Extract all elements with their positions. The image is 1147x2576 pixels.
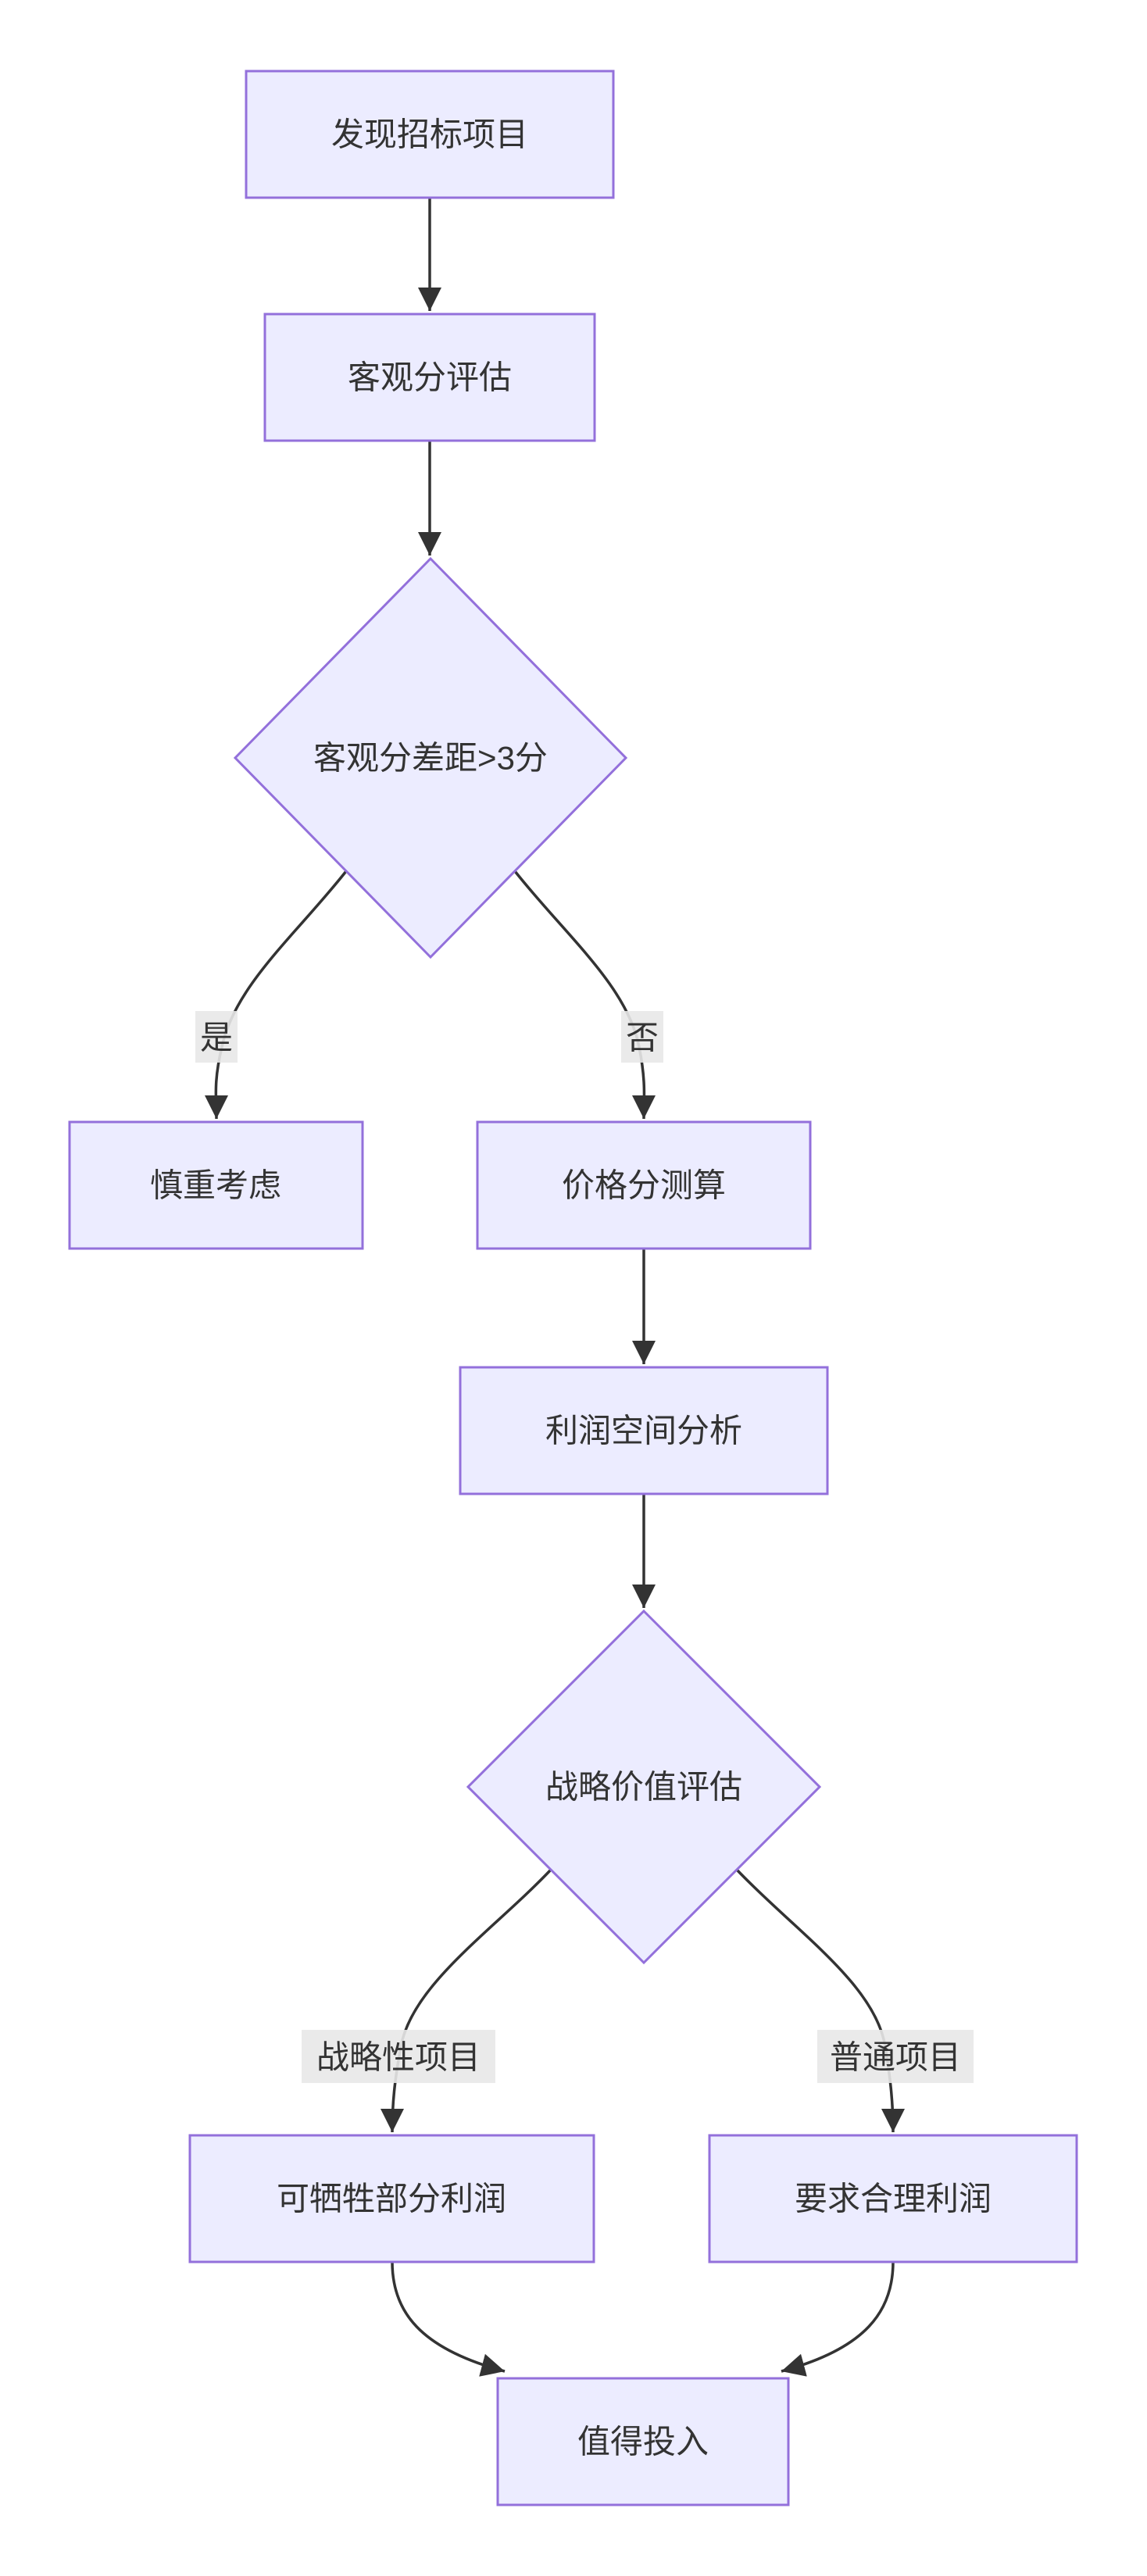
node-require-reasonable-profit: 要求合理利润 (708, 2134, 1078, 2263)
node-discover-tender-project-label: 发现招标项目 (331, 116, 528, 153)
node-price-score-calculation-box (476, 1120, 812, 1250)
node-objective-score-evaluation: 客观分评估 (263, 313, 596, 442)
node-require-reasonable-profit-box (708, 2134, 1078, 2263)
decision-objective-score-gap-label: 客观分差距>3分 (313, 740, 548, 777)
node-objective-score-evaluation-label: 客观分评估 (348, 359, 512, 396)
edge-label-yes-text: 是 (200, 1020, 233, 1056)
edge-c-e-no (513, 870, 656, 1120)
edge-g-h-strategic (381, 1868, 552, 2133)
edge-label-strategic-project-text: 战略性项目 (316, 2039, 481, 2076)
node-sacrifice-partial-profit-label: 可牺牲部分利润 (277, 2181, 506, 2217)
edge-label-strategic-project-bg (302, 2030, 495, 2083)
edge-c-d-yes (204, 870, 348, 1120)
node-discover-tender-project-box (245, 70, 615, 199)
node-price-score-calculation: 价格分测算 (476, 1120, 812, 1250)
node-price-score-calculation-label: 价格分测算 (562, 1167, 726, 1204)
node-worth-investing: 值得投入 (496, 2377, 790, 2506)
edge-label-ordinary-project-bg (817, 2030, 974, 2083)
decision-strategic-value-label: 战略价值评估 (545, 1769, 742, 1806)
decision-objective-score-gap: 客观分差距>3分 (233, 556, 628, 959)
decision-strategic-value-diamond (466, 1609, 822, 1965)
node-worth-investing-box (496, 2377, 790, 2506)
node-objective-score-evaluation-box (263, 313, 596, 442)
edge-g-i-ordinary (735, 1868, 905, 2133)
edge-label-no: 否 (621, 1011, 663, 1063)
edge-h-j (391, 2261, 506, 2377)
node-careful-consideration: 慎重考虑 (68, 1120, 364, 1250)
edge-label-yes-bg (195, 1011, 238, 1063)
edge-label-ordinary-project-text: 普通项目 (830, 2039, 961, 2076)
node-profit-margin-analysis-label: 利润空间分析 (545, 1413, 742, 1449)
node-require-reasonable-profit-label: 要求合理利润 (795, 2181, 992, 2217)
decision-objective-score-gap-diamond (233, 556, 628, 959)
edge-label-ordinary-project: 普通项目 (817, 2030, 974, 2083)
node-profit-margin-analysis-box (459, 1366, 829, 1495)
node-sacrifice-partial-profit-box (188, 2134, 595, 2263)
node-discover-tender-project: 发现招标项目 (245, 70, 615, 199)
edge-i-j (781, 2261, 895, 2377)
node-careful-consideration-box (68, 1120, 364, 1250)
node-sacrifice-partial-profit: 可牺牲部分利润 (188, 2134, 595, 2263)
node-profit-margin-analysis: 利润空间分析 (459, 1366, 829, 1495)
edge-label-no-text: 否 (626, 1020, 659, 1056)
edge-label-no-bg (621, 1011, 663, 1063)
edge-label-strategic-project: 战略性项目 (302, 2030, 495, 2083)
decision-strategic-value: 战略价值评估 (466, 1609, 822, 1965)
node-careful-consideration-label: 慎重考虑 (150, 1167, 281, 1204)
edge-label-yes: 是 (195, 1011, 238, 1063)
node-worth-investing-label: 值得投入 (577, 2424, 709, 2460)
